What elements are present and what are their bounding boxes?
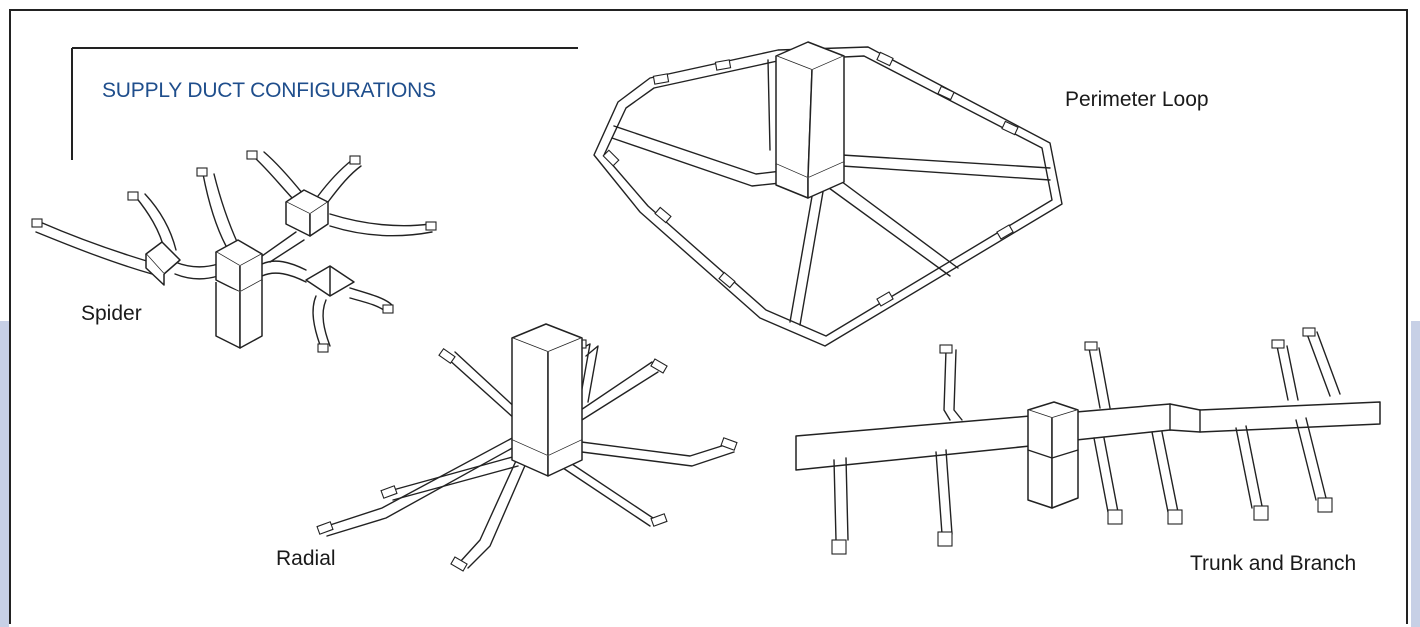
title-bracket	[71, 47, 578, 160]
radial-label: Radial	[276, 547, 336, 570]
trunk-duct	[795, 401, 1381, 471]
trunk-and-branch-diagram	[795, 327, 1381, 555]
spider-diagram	[31, 150, 437, 353]
trunk-and-branch-label: Trunk and Branch	[1190, 552, 1357, 575]
perimeter-loop-label: Perimeter Loop	[1065, 88, 1209, 111]
radial-diagram	[316, 323, 738, 572]
branch-ducts	[833, 331, 1341, 541]
perimeter-loop-diagram	[593, 41, 1063, 347]
diagram-title: SUPPLY DUCT CONFIGURATIONS	[102, 79, 436, 102]
left-side-band	[0, 321, 9, 627]
right-side-band	[1411, 321, 1420, 627]
spider-label: Spider	[81, 302, 142, 325]
